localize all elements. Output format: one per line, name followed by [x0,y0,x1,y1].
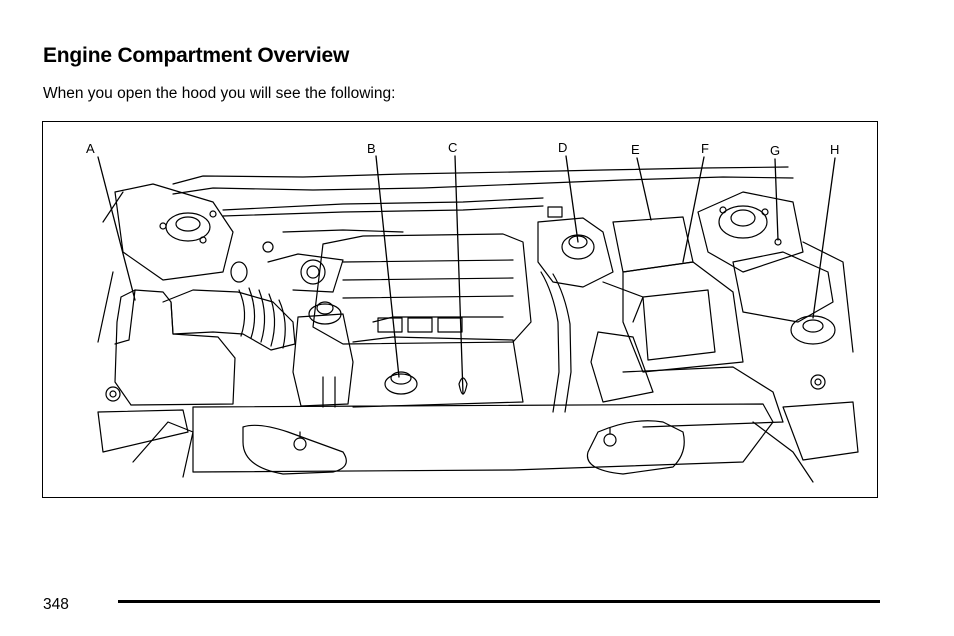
callout-d: D [558,140,568,155]
intro-text: When you open the hood you will see the … [43,85,396,102]
coolant-hose-and-cap [537,206,644,413]
engine-front-block [292,301,524,408]
battery-and-fuse-block [590,216,784,428]
callout-h: H [830,142,840,157]
callout-g: G [770,143,781,158]
air-cleaner-box [105,289,236,406]
callout-f: F [701,141,709,156]
engine-compartment-illustration: A B C D E F G H [42,121,878,498]
callout-a: A [86,141,95,156]
right-strut-tower [697,191,854,390]
callout-b: B [367,141,376,156]
engine-drawing [97,155,859,483]
page-number: 348 [43,596,69,613]
air-intake-duct [162,253,344,351]
callout-c: C [448,140,458,155]
radiator-support [97,401,859,483]
hood-seal [172,166,794,217]
engine-cover [262,229,532,345]
left-strut-tower [97,183,234,343]
page-title: Engine Compartment Overview [43,44,350,67]
footer-rule [118,600,880,603]
callout-e: E [631,142,640,157]
callout-leader-lines [97,155,836,395]
